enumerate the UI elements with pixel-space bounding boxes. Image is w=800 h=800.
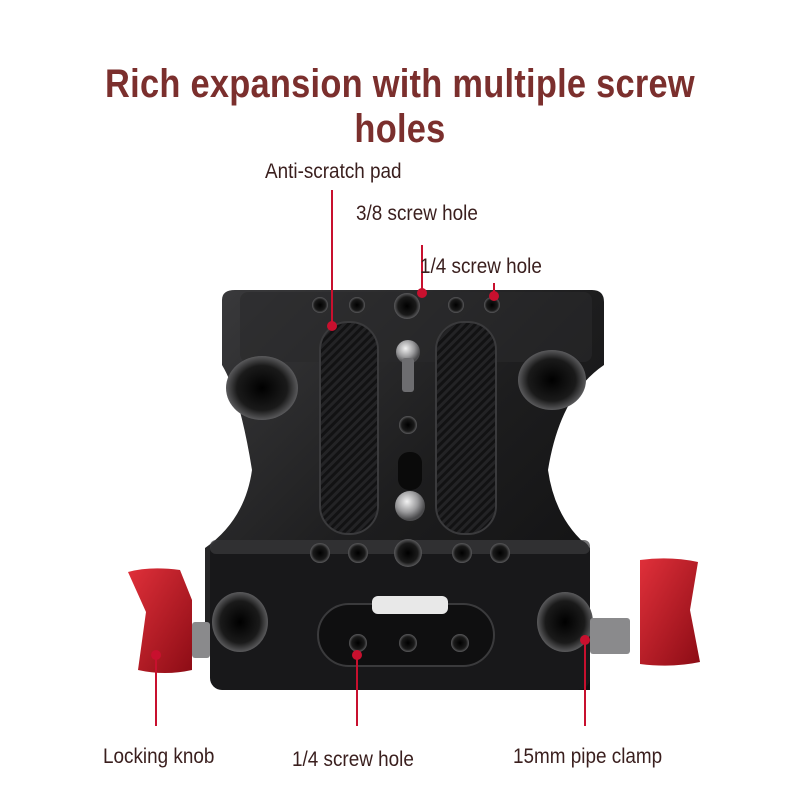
callout-lines [155,190,586,726]
page-title: Rich expansion with multiple screw holes [105,62,695,151]
anti-scratch-pad-left [319,321,379,535]
rod-bore-lower-left [212,592,268,652]
label-1-4-screw-hole-top: 1/4 screw hole [420,255,542,278]
center-slot [398,452,422,490]
locking-knob-right [590,558,700,666]
center-screw-bottom [395,491,425,521]
rod-bore-lower-right [537,592,593,652]
label-locking-knob: Locking knob [103,745,215,768]
label-pipe-clamp: 15mm pipe clamp [513,745,663,768]
bottom-screw-holes [310,539,510,567]
locking-knob-left [128,568,210,673]
center-screw-top [396,340,420,364]
callout-dots [151,288,590,660]
label-1-4-screw-hole-bottom: 1/4 screw hole [292,748,414,771]
top-screw-holes [312,293,500,319]
label-3-8-screw-hole: 3/8 screw hole [356,202,478,225]
rod-bore-upper-right [518,350,586,410]
label-anti-scratch-pad: Anti-scratch pad [265,160,402,183]
anti-scratch-pad-right [435,321,497,535]
rod-bore-upper-left [226,356,298,420]
